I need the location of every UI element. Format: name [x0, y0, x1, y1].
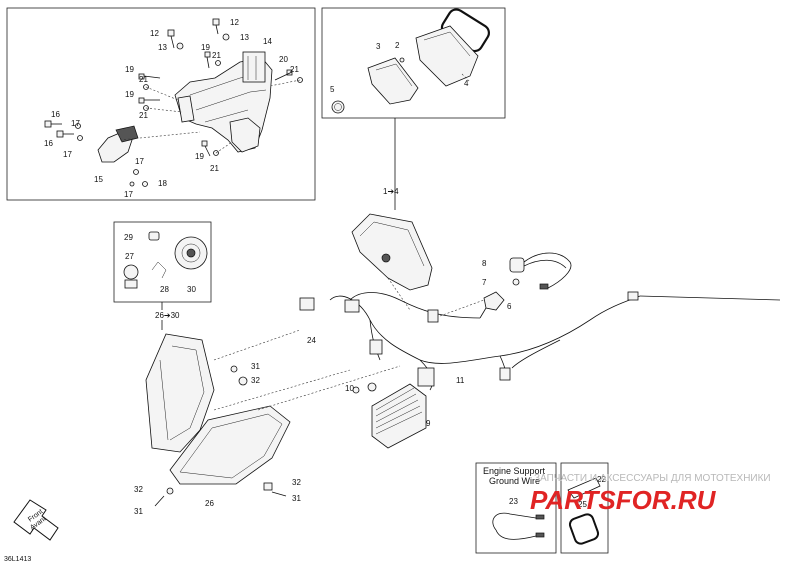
screw-19b	[138, 73, 161, 80]
label-17b: 17	[63, 150, 72, 159]
label-16b: 16	[44, 139, 53, 148]
label-17a: 17	[71, 119, 80, 128]
bulb-box	[113, 221, 212, 303]
label-19b: 19	[125, 65, 134, 74]
diagram-code: 36L1413	[4, 556, 31, 563]
headlight-lens	[169, 405, 291, 485]
label-19a: 19	[201, 43, 210, 52]
label-30: 30	[187, 285, 196, 294]
label-22: 22	[597, 475, 606, 484]
group-label-26-30: 26➔30	[155, 311, 180, 320]
label-3: 3	[376, 42, 381, 51]
label-8: 8	[482, 259, 487, 268]
gauge-cluster	[351, 213, 433, 311]
label-5: 5	[330, 85, 335, 94]
label-20: 20	[279, 55, 288, 64]
screw-20	[274, 69, 293, 81]
label-31c: 31	[292, 494, 301, 503]
label-13a: 13	[158, 43, 167, 52]
label-31a: 31	[251, 362, 260, 371]
screw-16a	[44, 120, 62, 128]
screw-19d	[201, 140, 211, 157]
label-17c: 17	[135, 157, 144, 166]
label-4: 4	[464, 79, 469, 88]
label-2: 2	[395, 41, 400, 50]
label-14: 14	[263, 37, 272, 46]
label-31b: 31	[134, 507, 143, 516]
watermark-text: ЗАПЧАСТИ И АКСЕССУАРЫ ДЛЯ МОТОТЕХНИКИ	[534, 473, 771, 484]
label-32a: 32	[251, 376, 260, 385]
seal-legend	[560, 462, 609, 554]
switch-8	[509, 252, 572, 290]
label-21b: 21	[290, 65, 299, 74]
label-23: 23	[509, 497, 518, 506]
label-21e: 21	[210, 164, 219, 173]
group-label-1-4: 1➔4	[383, 187, 399, 196]
label-18: 18	[158, 179, 167, 188]
label-19d: 19	[195, 152, 204, 161]
label-10: 10	[345, 384, 354, 393]
ground-wire-legend	[475, 462, 557, 554]
label-28: 28	[160, 285, 169, 294]
label-13b: 13	[240, 33, 249, 42]
headlight-frame	[145, 333, 215, 453]
label-6: 6	[507, 302, 512, 311]
label-24: 24	[307, 336, 316, 345]
screw-16b	[56, 130, 74, 138]
screw-19c	[138, 97, 160, 104]
screw-19a	[204, 51, 211, 69]
label-7: 7	[482, 278, 487, 287]
label-21c: 21	[139, 75, 148, 84]
label-12a: 12	[150, 29, 159, 38]
label-17d: 17	[124, 190, 133, 199]
label-16a: 16	[51, 110, 60, 119]
wiring-harness	[299, 291, 781, 391]
legend-title-line1: Engine Support	[483, 466, 546, 476]
label-19c: 19	[125, 90, 134, 99]
label-26: 26	[205, 499, 214, 508]
label-25: 25	[578, 500, 587, 509]
label-12b: 12	[230, 18, 239, 27]
legend-title-line2: Ground Wire	[489, 476, 540, 486]
label-32b: 32	[134, 485, 143, 494]
voltage-regulator	[352, 382, 427, 449]
gauge-cluster-box	[321, 7, 506, 119]
label-29: 29	[124, 233, 133, 242]
label-32c: 32	[292, 478, 301, 487]
label-21a: 21	[212, 51, 221, 60]
label-21d: 21	[139, 111, 148, 120]
part-labels: 12 13 12 13 19 21 14 20 21 19 21 19 21 1…	[44, 18, 606, 516]
switch-6	[479, 291, 505, 319]
label-27: 27	[125, 252, 134, 261]
label-15: 15	[94, 175, 103, 184]
watermark: ЗАПЧАСТИ И АКСЕССУАРЫ ДЛЯ МОТОТЕХНИКИ PA…	[530, 473, 771, 515]
screw-12a	[167, 29, 175, 49]
front-arrow: Front Avant	[13, 499, 59, 541]
label-9: 9	[426, 419, 431, 428]
label-11: 11	[456, 376, 465, 385]
screw-12b	[212, 18, 220, 35]
bracket-assembly-box	[6, 7, 316, 201]
watermark-logo: PARTSFOR.RU	[530, 485, 717, 515]
